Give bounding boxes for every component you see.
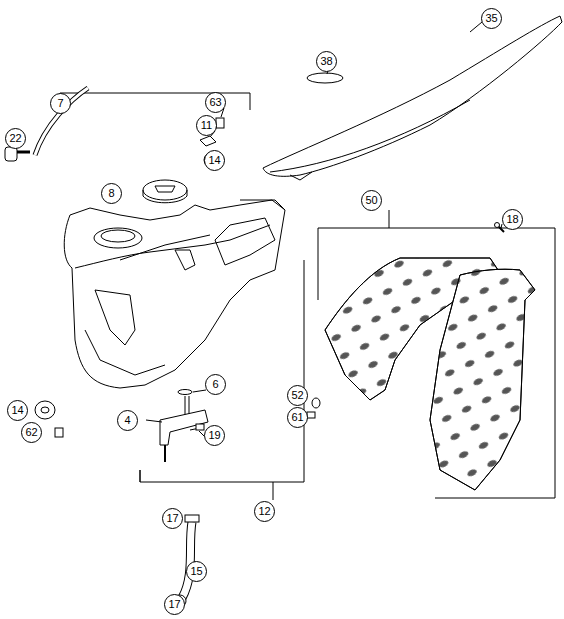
- callout-number: 17: [162, 508, 183, 529]
- callout-number: 50: [361, 190, 382, 211]
- callout-number: 62: [21, 422, 42, 443]
- callout-number: 12: [254, 501, 275, 522]
- callout-number: 63: [205, 92, 226, 113]
- callout-number: 17: [164, 594, 185, 615]
- callout-number: 19: [204, 425, 225, 446]
- callout-number: 7: [50, 93, 71, 114]
- callout-number: 18: [502, 209, 523, 230]
- callout-number: 35: [481, 8, 502, 29]
- callout-number: 11: [196, 115, 217, 136]
- callout-number: 22: [5, 128, 26, 149]
- callout-number: 8: [101, 183, 122, 204]
- callout-number: 52: [287, 385, 308, 406]
- callout-number: 15: [186, 561, 207, 582]
- callout-number: 61: [287, 407, 308, 428]
- callout-number: 14: [204, 150, 225, 171]
- callout-number: 6: [205, 374, 226, 395]
- callout-number: 4: [117, 410, 138, 431]
- callout-number: 38: [316, 51, 337, 72]
- callout-number: 14: [7, 400, 28, 421]
